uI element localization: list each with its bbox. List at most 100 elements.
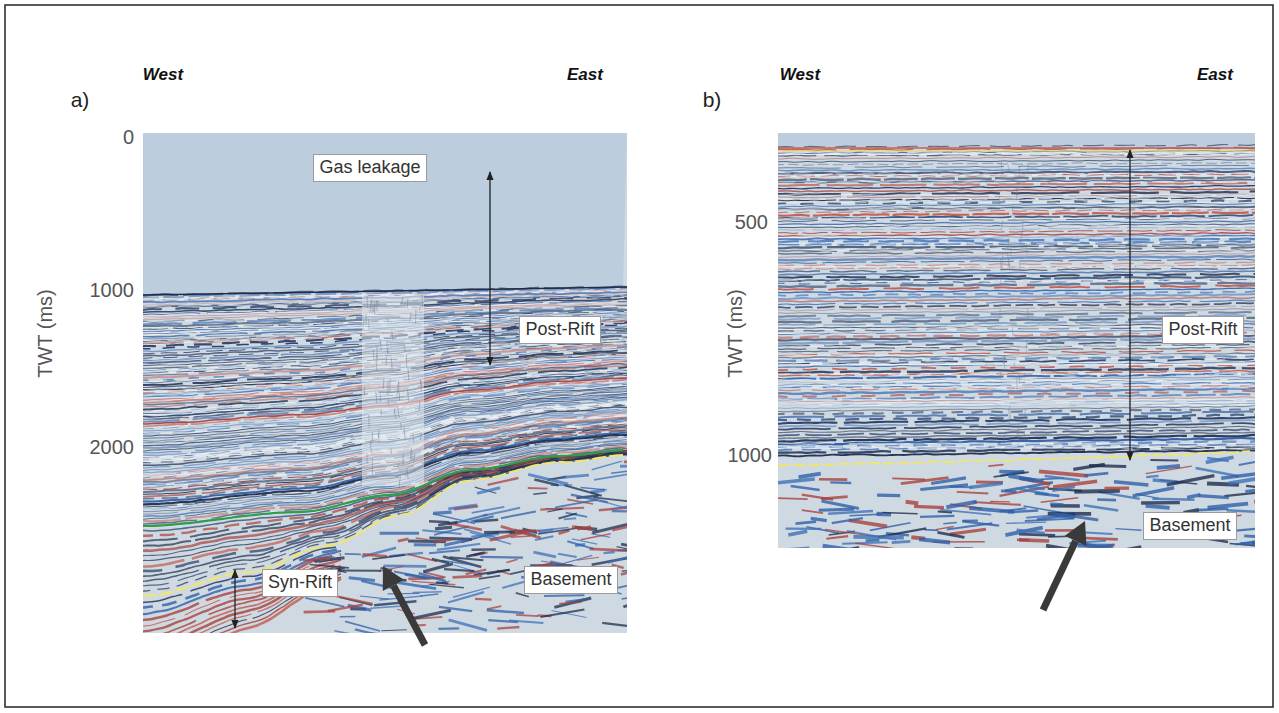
chimney-noise (1012, 204, 1014, 210)
interval-label-box: Syn-Rift (262, 569, 338, 597)
basement-reflector (484, 530, 515, 534)
seismic-reflector (778, 236, 1255, 237)
basement-reflector (1115, 529, 1141, 531)
seismic-reflector (778, 364, 1255, 365)
chimney-noise (420, 380, 421, 386)
basement-reflector (1017, 530, 1045, 533)
basement-reflector (623, 599, 627, 607)
chimney-noise (1000, 275, 1002, 285)
basement-reflector (617, 550, 627, 552)
chimney-noise (402, 454, 403, 465)
direction-label: East (1197, 65, 1233, 85)
horizon-yellow (778, 451, 1250, 465)
basement-reflector (474, 570, 510, 575)
seismic-reflector (778, 438, 1255, 444)
seismic-section-b (778, 133, 1255, 548)
seismic-reflector (778, 423, 1255, 430)
basement-reflector (592, 461, 622, 470)
basement-reflector (1001, 489, 1017, 493)
seismic-reflector (778, 373, 1255, 374)
basement-reflector (957, 492, 989, 494)
basement-reflector (436, 581, 448, 584)
chimney-noise (387, 381, 389, 394)
basement-reflector (954, 547, 972, 548)
chimney-noise (1012, 327, 1013, 335)
basement-reflector (969, 483, 1002, 487)
chimney-noise (376, 347, 377, 359)
seabed (143, 287, 627, 295)
axis-tick: 0 (123, 126, 134, 149)
seismic-reflector (778, 156, 1255, 159)
basement-reflector (1089, 465, 1126, 466)
axis-title: TWT (ms) (724, 289, 747, 378)
basement-reflector (1053, 481, 1097, 487)
chimney-noise (397, 382, 398, 396)
basement-reflector (877, 494, 900, 498)
box-text: Syn-Rift (268, 572, 332, 594)
basement-reflector (778, 498, 808, 499)
chimney-noise (404, 344, 405, 352)
basement-reflector (882, 512, 917, 513)
basement-reflector (1019, 534, 1055, 535)
chimney-noise (1019, 373, 1020, 384)
seismic-reflector (778, 404, 1255, 405)
chimney-noise (406, 354, 407, 367)
basement-reflector (305, 598, 344, 607)
basement-reflector (398, 539, 409, 541)
chimney-noise (1024, 408, 1025, 419)
seismic-reflector (778, 397, 1255, 403)
chimney-noise (378, 301, 379, 306)
basement-reflector (1050, 502, 1063, 506)
basement-reflector (591, 490, 605, 492)
basement-reflector (1041, 498, 1078, 503)
basement-reflector (410, 610, 451, 619)
basement-reflector (819, 509, 854, 510)
axis-title: TWT (ms) (34, 289, 57, 378)
basement-reflector (432, 559, 449, 563)
chimney-noise (407, 389, 409, 402)
seismic-reflector (778, 168, 1255, 171)
basement-reflector (1221, 473, 1255, 478)
basement-reflector (849, 514, 882, 516)
seismic-reflector (778, 356, 1255, 362)
chimney-noise (370, 441, 371, 453)
seismic-reflector (778, 276, 1255, 281)
basement-reflector (786, 527, 822, 530)
chimney-noise (1016, 379, 1017, 390)
seismic-reflector (778, 371, 1255, 376)
basement-reflector (564, 485, 601, 495)
basement-reflector (962, 520, 978, 522)
chimney-noise (398, 407, 399, 418)
seismic-reflector (778, 209, 1255, 212)
chimney-noise (402, 297, 403, 304)
chimney-noise (404, 427, 405, 440)
axis-tick: 1000 (90, 279, 135, 302)
basement-reflector (822, 501, 859, 508)
basement-reflector (1167, 476, 1215, 485)
box-text: Post-Rift (525, 319, 594, 341)
seismic-reflector (778, 225, 1255, 226)
basement-reflector (420, 594, 438, 596)
basement-reflector (1198, 496, 1229, 498)
basement-reflector (919, 539, 950, 542)
pointer-arrowhead (383, 566, 404, 591)
basement-reflector (1035, 493, 1060, 495)
seismic-reflector (778, 358, 1255, 359)
chimney-noise (422, 296, 424, 307)
basement-reflector (511, 536, 531, 537)
box-text: Gas leakage (319, 157, 420, 179)
basement-reflector (892, 541, 911, 542)
basement-reflector (1074, 491, 1119, 492)
basement-reflector (558, 554, 577, 557)
chimney-noise (398, 381, 399, 394)
basement-reflector (538, 528, 575, 533)
chimney-noise (376, 391, 377, 403)
seismic-reflector (778, 250, 1255, 254)
chimney-noise (410, 313, 411, 322)
basement-reflector (567, 541, 593, 549)
basement-reflector (336, 569, 381, 571)
basement-reflector (1084, 473, 1108, 476)
basement-reflector (826, 536, 848, 539)
basement-reflector (528, 487, 548, 490)
